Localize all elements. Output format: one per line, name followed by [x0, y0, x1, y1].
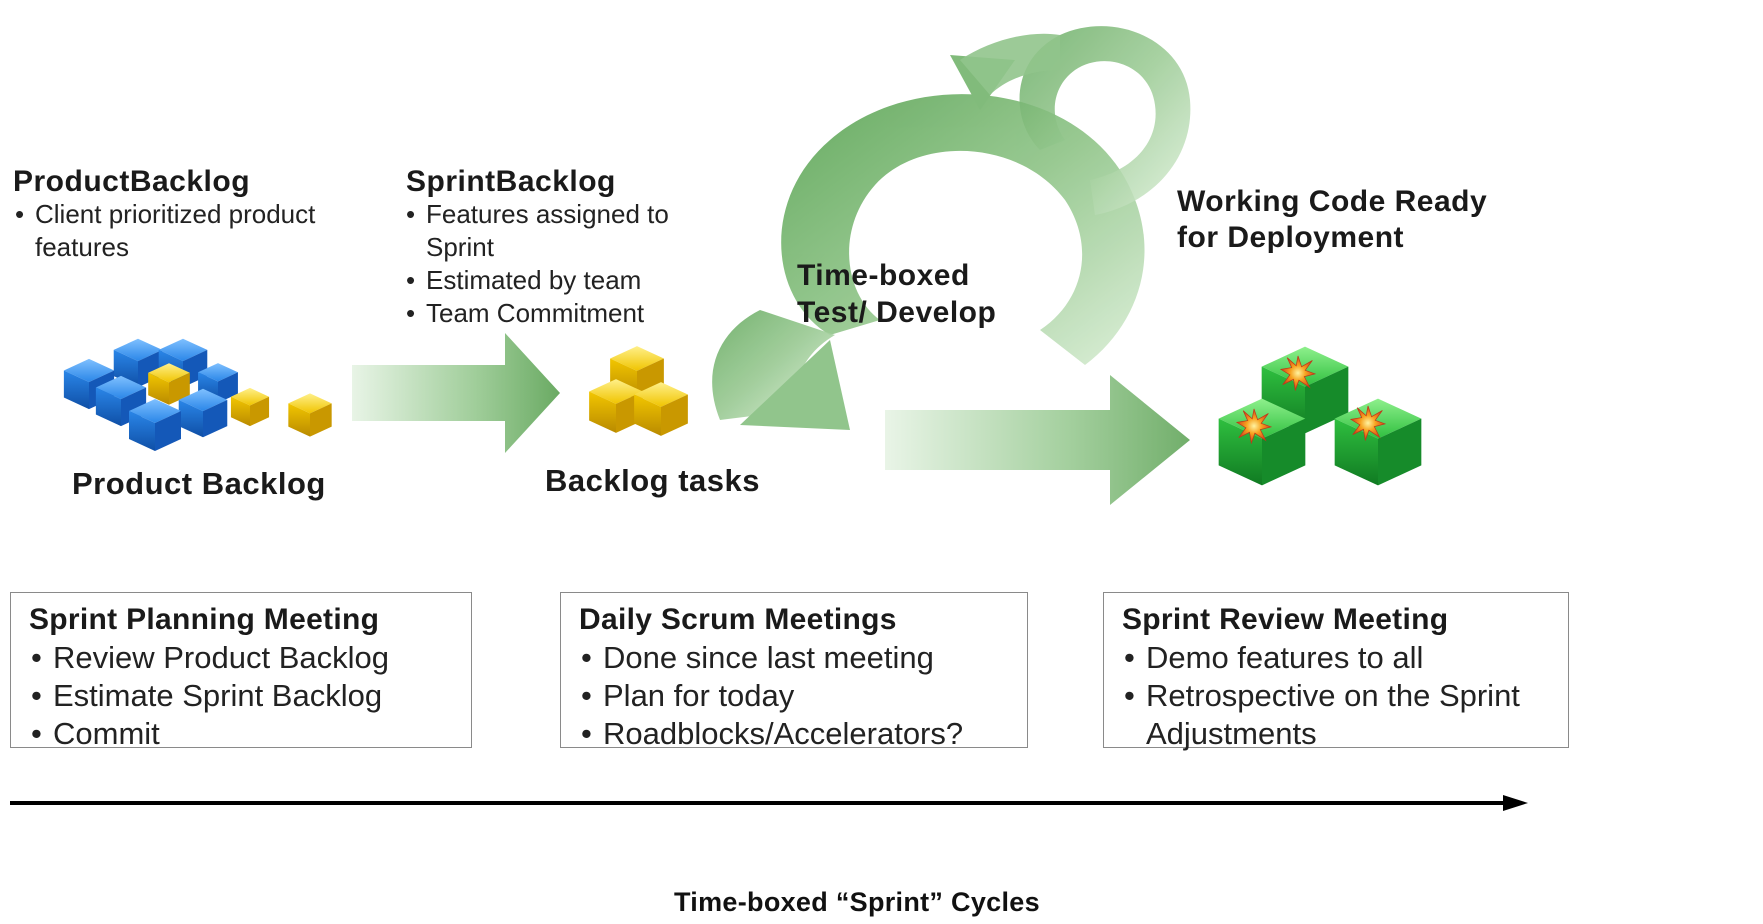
product-backlog-cubes [63, 338, 332, 451]
meeting-box-review: Sprint Review Meeting Demo features to a… [1103, 592, 1569, 751]
product-backlog-caption: Product Backlog [72, 466, 326, 501]
meeting-bullet: Commit [29, 715, 453, 753]
meeting-bullet: Done since last meeting [579, 639, 1009, 677]
meeting-bullets: Review Product Backlog Estimate Sprint B… [29, 639, 453, 753]
timeline-arrow [10, 795, 1528, 811]
meeting-bullet: Retrospective on the Sprint Adjustments [1122, 677, 1550, 753]
product-backlog-heading: ProductBacklog [13, 165, 251, 198]
meeting-bullet: Roadblocks/Accelerators? [579, 715, 1009, 753]
product-backlog-bullets: Client prioritized product features [13, 198, 343, 264]
product-backlog-bullet: Client prioritized product features [13, 198, 343, 264]
working-code-label: Working Code Ready for Deployment [1177, 184, 1487, 256]
sprint-backlog-bullet: Estimated by team [404, 264, 694, 297]
flow-arrow-1 [352, 333, 560, 453]
meeting-box-planning: Sprint Planning Meeting Review Product B… [10, 592, 472, 753]
working-code-line2: for Deployment [1177, 221, 1405, 254]
meeting-bullet: Demo features to all [1122, 639, 1550, 677]
sprint-backlog-heading: SprintBacklog [406, 165, 616, 198]
backlog-tasks-cubes [589, 346, 688, 436]
meeting-bullet: Plan for today [579, 677, 1009, 715]
meeting-bullets: Demo features to all Retrospective on th… [1122, 639, 1550, 753]
meeting-title: Daily Scrum Meetings [579, 603, 897, 636]
working-code-line1: Working Code Ready [1177, 185, 1488, 218]
backlog-tasks-caption: Backlog tasks [545, 463, 760, 498]
meeting-bullet: Review Product Backlog [29, 639, 453, 677]
cycle-label-line1: Time-boxed [797, 259, 970, 292]
working-code-cubes [1218, 346, 1422, 486]
cycle-label: Time-boxed Test/ Develop [797, 257, 996, 331]
cycle-label-line2: Test/ Develop [797, 296, 997, 329]
sprint-backlog-bullet: Team Commitment [404, 297, 694, 330]
sprint-backlog-bullet: Features assigned to Sprint [404, 198, 694, 264]
sprint-backlog-bullets: Features assigned to Sprint Estimated by… [404, 198, 694, 330]
meeting-title: Sprint Review Meeting [1122, 603, 1449, 636]
meeting-box-daily-scrum: Daily Scrum Meetings Done since last mee… [560, 592, 1028, 753]
meeting-bullets: Done since last meeting Plan for today R… [579, 639, 1009, 753]
meeting-title: Sprint Planning Meeting [29, 603, 380, 636]
sprint-cycle-arrow [712, 26, 1191, 505]
timeline-label: Time-boxed “Sprint” Cycles [660, 887, 1054, 918]
meeting-bullet: Estimate Sprint Backlog [29, 677, 453, 715]
